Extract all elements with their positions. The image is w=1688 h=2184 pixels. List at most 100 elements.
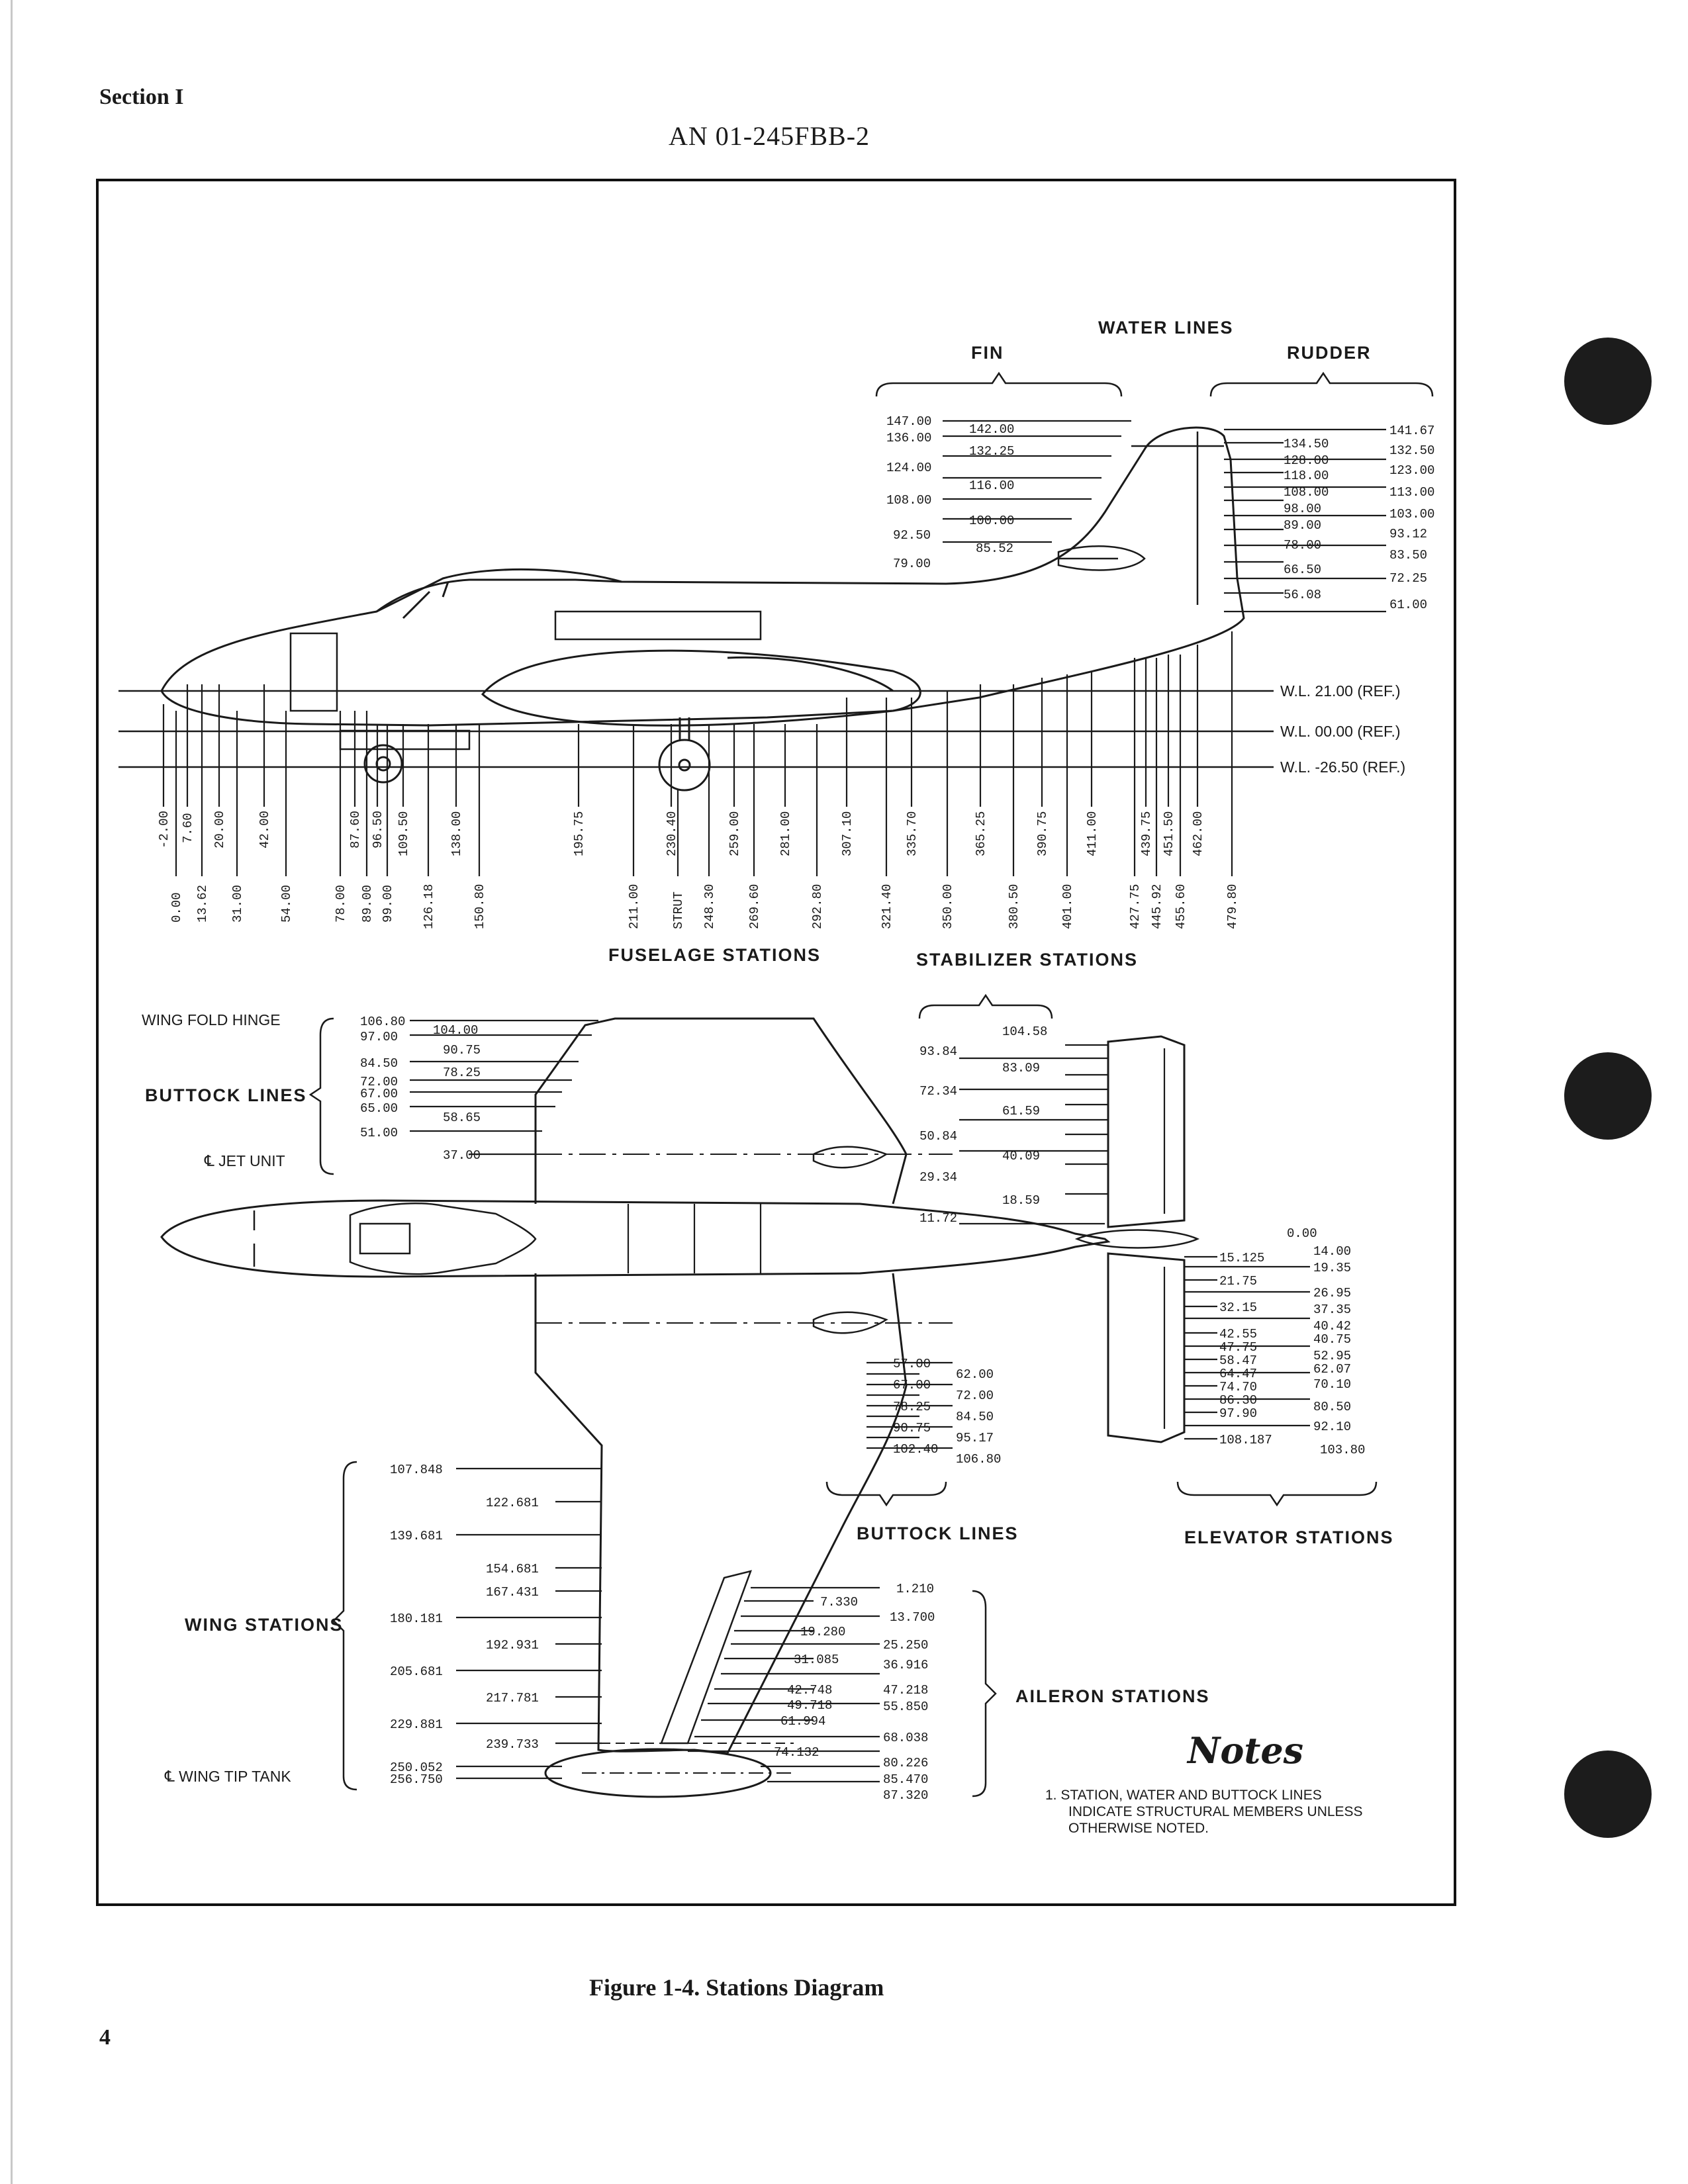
fin-label: 136.00 <box>886 431 931 445</box>
elevator-label: 14.00 <box>1313 1244 1351 1259</box>
buttock-label: 78.25 <box>443 1066 481 1080</box>
stab-label: 40.09 <box>1002 1149 1040 1163</box>
wing-station-label: 217.781 <box>486 1691 539 1706</box>
buttock-label: 57.00 <box>893 1357 931 1371</box>
fuselage-station-label: 365.25 <box>974 811 988 856</box>
fin-label: 79.00 <box>893 557 931 571</box>
axis-lines <box>536 1154 953 1324</box>
elevator-label: 26.95 <box>1313 1286 1351 1300</box>
elevator-label: 58.47 <box>1219 1353 1257 1368</box>
side-view-aircraft <box>160 426 1245 792</box>
fin-label: 147.00 <box>886 414 931 429</box>
buttock-lower-right-labels: 62.00 72.00 84.50 95.17 106.80 <box>956 1367 1001 1467</box>
buttock-inner-labels: 104.00 90.75 78.25 58.65 37.00 <box>433 1023 481 1163</box>
rudder-label: 103.00 <box>1389 507 1434 522</box>
elevator-outer-labels: 14.00 19.35 26.95 37.35 40.42 40.75 52.9… <box>1313 1244 1365 1457</box>
rudder-label: 83.50 <box>1389 548 1427 563</box>
buttock-label: 97.00 <box>360 1030 398 1044</box>
stab-label: 61.59 <box>1002 1104 1040 1118</box>
buttock-outer-labels: 106.80 97.00 84.50 72.00 67.00 65.00 51.… <box>360 1015 405 1140</box>
fuselage-upper-labels: -2.00 7.60 20.00 42.00 87.60 96.50 109.5… <box>157 811 1205 856</box>
rudder-label: 93.12 <box>1389 527 1427 541</box>
elevator-label: 47.75 <box>1219 1340 1257 1355</box>
aileron-left-labels: 7.330 19.280 31.085 42.748 49.718 61.994… <box>774 1595 858 1760</box>
rudder-label: 108.00 <box>1284 485 1329 500</box>
aileron-label: 1.210 <box>896 1582 934 1596</box>
aileron-label: 25.250 <box>883 1638 928 1653</box>
fuselage-station-label: 411.00 <box>1085 811 1100 856</box>
buttock-lines-title: BUTTOCK LINES <box>145 1085 307 1105</box>
wing-station-label: 256.750 <box>390 1772 443 1787</box>
fuselage-station-label: 31.00 <box>230 885 245 923</box>
note-line: INDICATE STRUCTURAL MEMBERS UNLESS <box>1068 1804 1363 1819</box>
fin-label: 116.00 <box>969 478 1014 493</box>
fuselage-station-label: 54.00 <box>279 885 294 923</box>
waterline-ref-label: W.L. 00.00 (REF.) <box>1280 723 1401 740</box>
wing-station-label: 107.848 <box>390 1463 443 1477</box>
buttock-label: 72.00 <box>360 1075 398 1089</box>
buttock-upper-leaders <box>410 1019 598 1156</box>
fuselage-station-label: 211.00 <box>627 884 641 929</box>
aileron-label: 47.218 <box>883 1683 928 1698</box>
wing-tip-tank-label: ℄ WING TIP TANK <box>164 1768 291 1785</box>
page-number: 4 <box>99 2025 111 2050</box>
aileron-label: 74.132 <box>774 1745 819 1760</box>
buttock-label: 67.00 <box>360 1087 398 1101</box>
stab-label: 50.84 <box>919 1129 957 1144</box>
fin-title: FIN <box>971 343 1004 363</box>
section-label: Section I <box>99 85 184 109</box>
fuselage-station-label: 87.60 <box>348 811 363 848</box>
elevator-stations-title: ELEVATOR STATIONS <box>1184 1527 1394 1547</box>
wing-right-labels: 122.681 154.681 167.431 192.931 217.781 … <box>486 1496 539 1752</box>
buttock-label: 37.00 <box>443 1148 481 1163</box>
buttock-label: 95.17 <box>956 1431 994 1445</box>
rudder-label: 98.00 <box>1284 502 1321 516</box>
stab-label: 72.34 <box>919 1084 957 1099</box>
waterline-ref-label: W.L. -26.50 (REF.) <box>1280 758 1405 776</box>
buttock-label: 90.75 <box>893 1421 931 1435</box>
elevator-label: 42.55 <box>1219 1327 1257 1342</box>
fin-label: 142.00 <box>969 422 1014 437</box>
elevator-label: 74.70 <box>1219 1380 1257 1394</box>
aileron-right-labels: 1.210 13.700 25.250 36.916 47.218 55.850… <box>883 1582 935 1803</box>
stabilizer-stations-title: STABILIZER STATIONS <box>916 950 1138 970</box>
rudder-label: 118.00 <box>1284 469 1329 483</box>
buttock-label: 84.50 <box>956 1410 994 1424</box>
stab-label: 104.58 <box>1002 1024 1047 1039</box>
fuselage-station-label: 439.75 <box>1139 811 1154 856</box>
fin-label: 132.25 <box>969 444 1014 459</box>
fuselage-station-label: 321.40 <box>880 884 894 929</box>
wing-station-label: 122.681 <box>486 1496 539 1510</box>
note-line: OTHERWISE NOTED. <box>1068 1821 1209 1836</box>
aileron-label: 13.700 <box>890 1610 935 1625</box>
fuselage-station-label: 13.62 <box>195 885 210 923</box>
rudder-label: 89.00 <box>1284 518 1321 533</box>
fin-label: 92.50 <box>893 528 931 543</box>
elevator-leaders <box>1184 1255 1310 1440</box>
fuselage-station-label: STRUT <box>671 891 686 929</box>
fin-label: 108.00 <box>886 493 931 508</box>
fuselage-station-label: 390.75 <box>1035 811 1050 856</box>
buttock-label: 58.65 <box>443 1111 481 1125</box>
elevator-label: 86.30 <box>1219 1393 1257 1408</box>
elevator-label: 52.95 <box>1313 1349 1351 1363</box>
buttock-label: 102.40 <box>893 1442 938 1457</box>
elevator-label: 0.00 <box>1287 1226 1317 1241</box>
rudder-leaders <box>1224 428 1386 613</box>
plan-view-aircraft <box>160 1017 1200 1798</box>
punch-hole-middle <box>1564 1052 1652 1140</box>
wing-station-label: 192.931 <box>486 1638 539 1653</box>
elevator-label: 19.35 <box>1313 1261 1351 1275</box>
fuselage-station-label: 0.00 <box>169 892 184 923</box>
elevator-label: 62.07 <box>1313 1362 1351 1377</box>
buttock-label: 67.00 <box>893 1378 931 1392</box>
aileron-label: 87.320 <box>883 1788 928 1803</box>
fuselage-station-label: 230.40 <box>665 811 679 856</box>
buttock-label: 72.00 <box>956 1388 994 1403</box>
fuselage-station-label: 281.00 <box>778 811 793 856</box>
fuselage-station-label: 42.00 <box>258 811 272 848</box>
aileron-label: 68.038 <box>883 1731 928 1745</box>
fuselage-station-ticks <box>162 631 1233 876</box>
fin-right-labels: 142.00 132.25 116.00 100.00 85.52 <box>969 422 1014 556</box>
fin-label: 85.52 <box>976 541 1013 556</box>
